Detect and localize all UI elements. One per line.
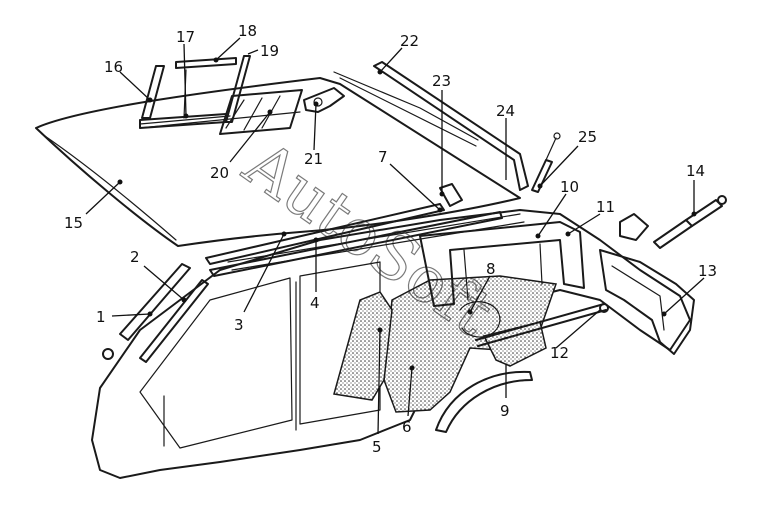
callout-dots: [117, 57, 697, 371]
callout-leaders: [85, 37, 705, 435]
callout-20: 20: [210, 164, 229, 182]
callout-6: 6: [402, 418, 412, 436]
callout-17: 17: [176, 28, 195, 46]
callout-21: 21: [304, 150, 323, 168]
callout-3: 3: [234, 316, 244, 334]
callout-12: 12: [550, 344, 569, 362]
inner-quarter-panel: [333, 291, 393, 401]
sunroof-hinge: [303, 87, 345, 113]
roof-rail-rear: [333, 61, 529, 191]
callout-11: 11: [596, 198, 615, 216]
rubber-bump: [619, 213, 649, 241]
callout-4: 4: [310, 294, 320, 312]
gas-strut-tailgate: [653, 195, 727, 249]
wheel-arch-panel: [383, 275, 558, 413]
callout-9: 9: [500, 402, 510, 420]
rear-corner-panel: [599, 249, 695, 355]
callout-22: 22: [400, 32, 419, 50]
door-seal-strips: [102, 263, 209, 363]
callout-10: 10: [560, 178, 579, 196]
callout-8: 8: [486, 260, 496, 278]
callout-1: 1: [96, 308, 106, 326]
callout-18: 18: [238, 22, 257, 40]
callout-14: 14: [686, 162, 705, 180]
callout-7: 7: [378, 148, 388, 166]
lower-rear-panel: [475, 303, 609, 367]
drip-rails: [205, 203, 503, 277]
callout-24: 24: [496, 102, 515, 120]
inner-frame-window: [419, 221, 585, 307]
callout-5: 5: [372, 438, 382, 456]
callout-13: 13: [698, 262, 717, 280]
sunroof-frame: [139, 55, 251, 129]
gas-strut-small: [531, 132, 561, 193]
callout-16: 16: [104, 58, 123, 76]
callout-23: 23: [432, 72, 451, 90]
callout-2: 2: [130, 248, 140, 266]
callout-15: 15: [64, 214, 83, 232]
callout-numbers: 1 2 3 4 5 6 7 8 9 10 11 12 13 14 15 16 1…: [64, 22, 717, 456]
wheel-arch-liner: [435, 370, 533, 433]
callout-25: 25: [578, 128, 597, 146]
bracket: [439, 183, 463, 207]
callout-19: 19: [260, 42, 279, 60]
